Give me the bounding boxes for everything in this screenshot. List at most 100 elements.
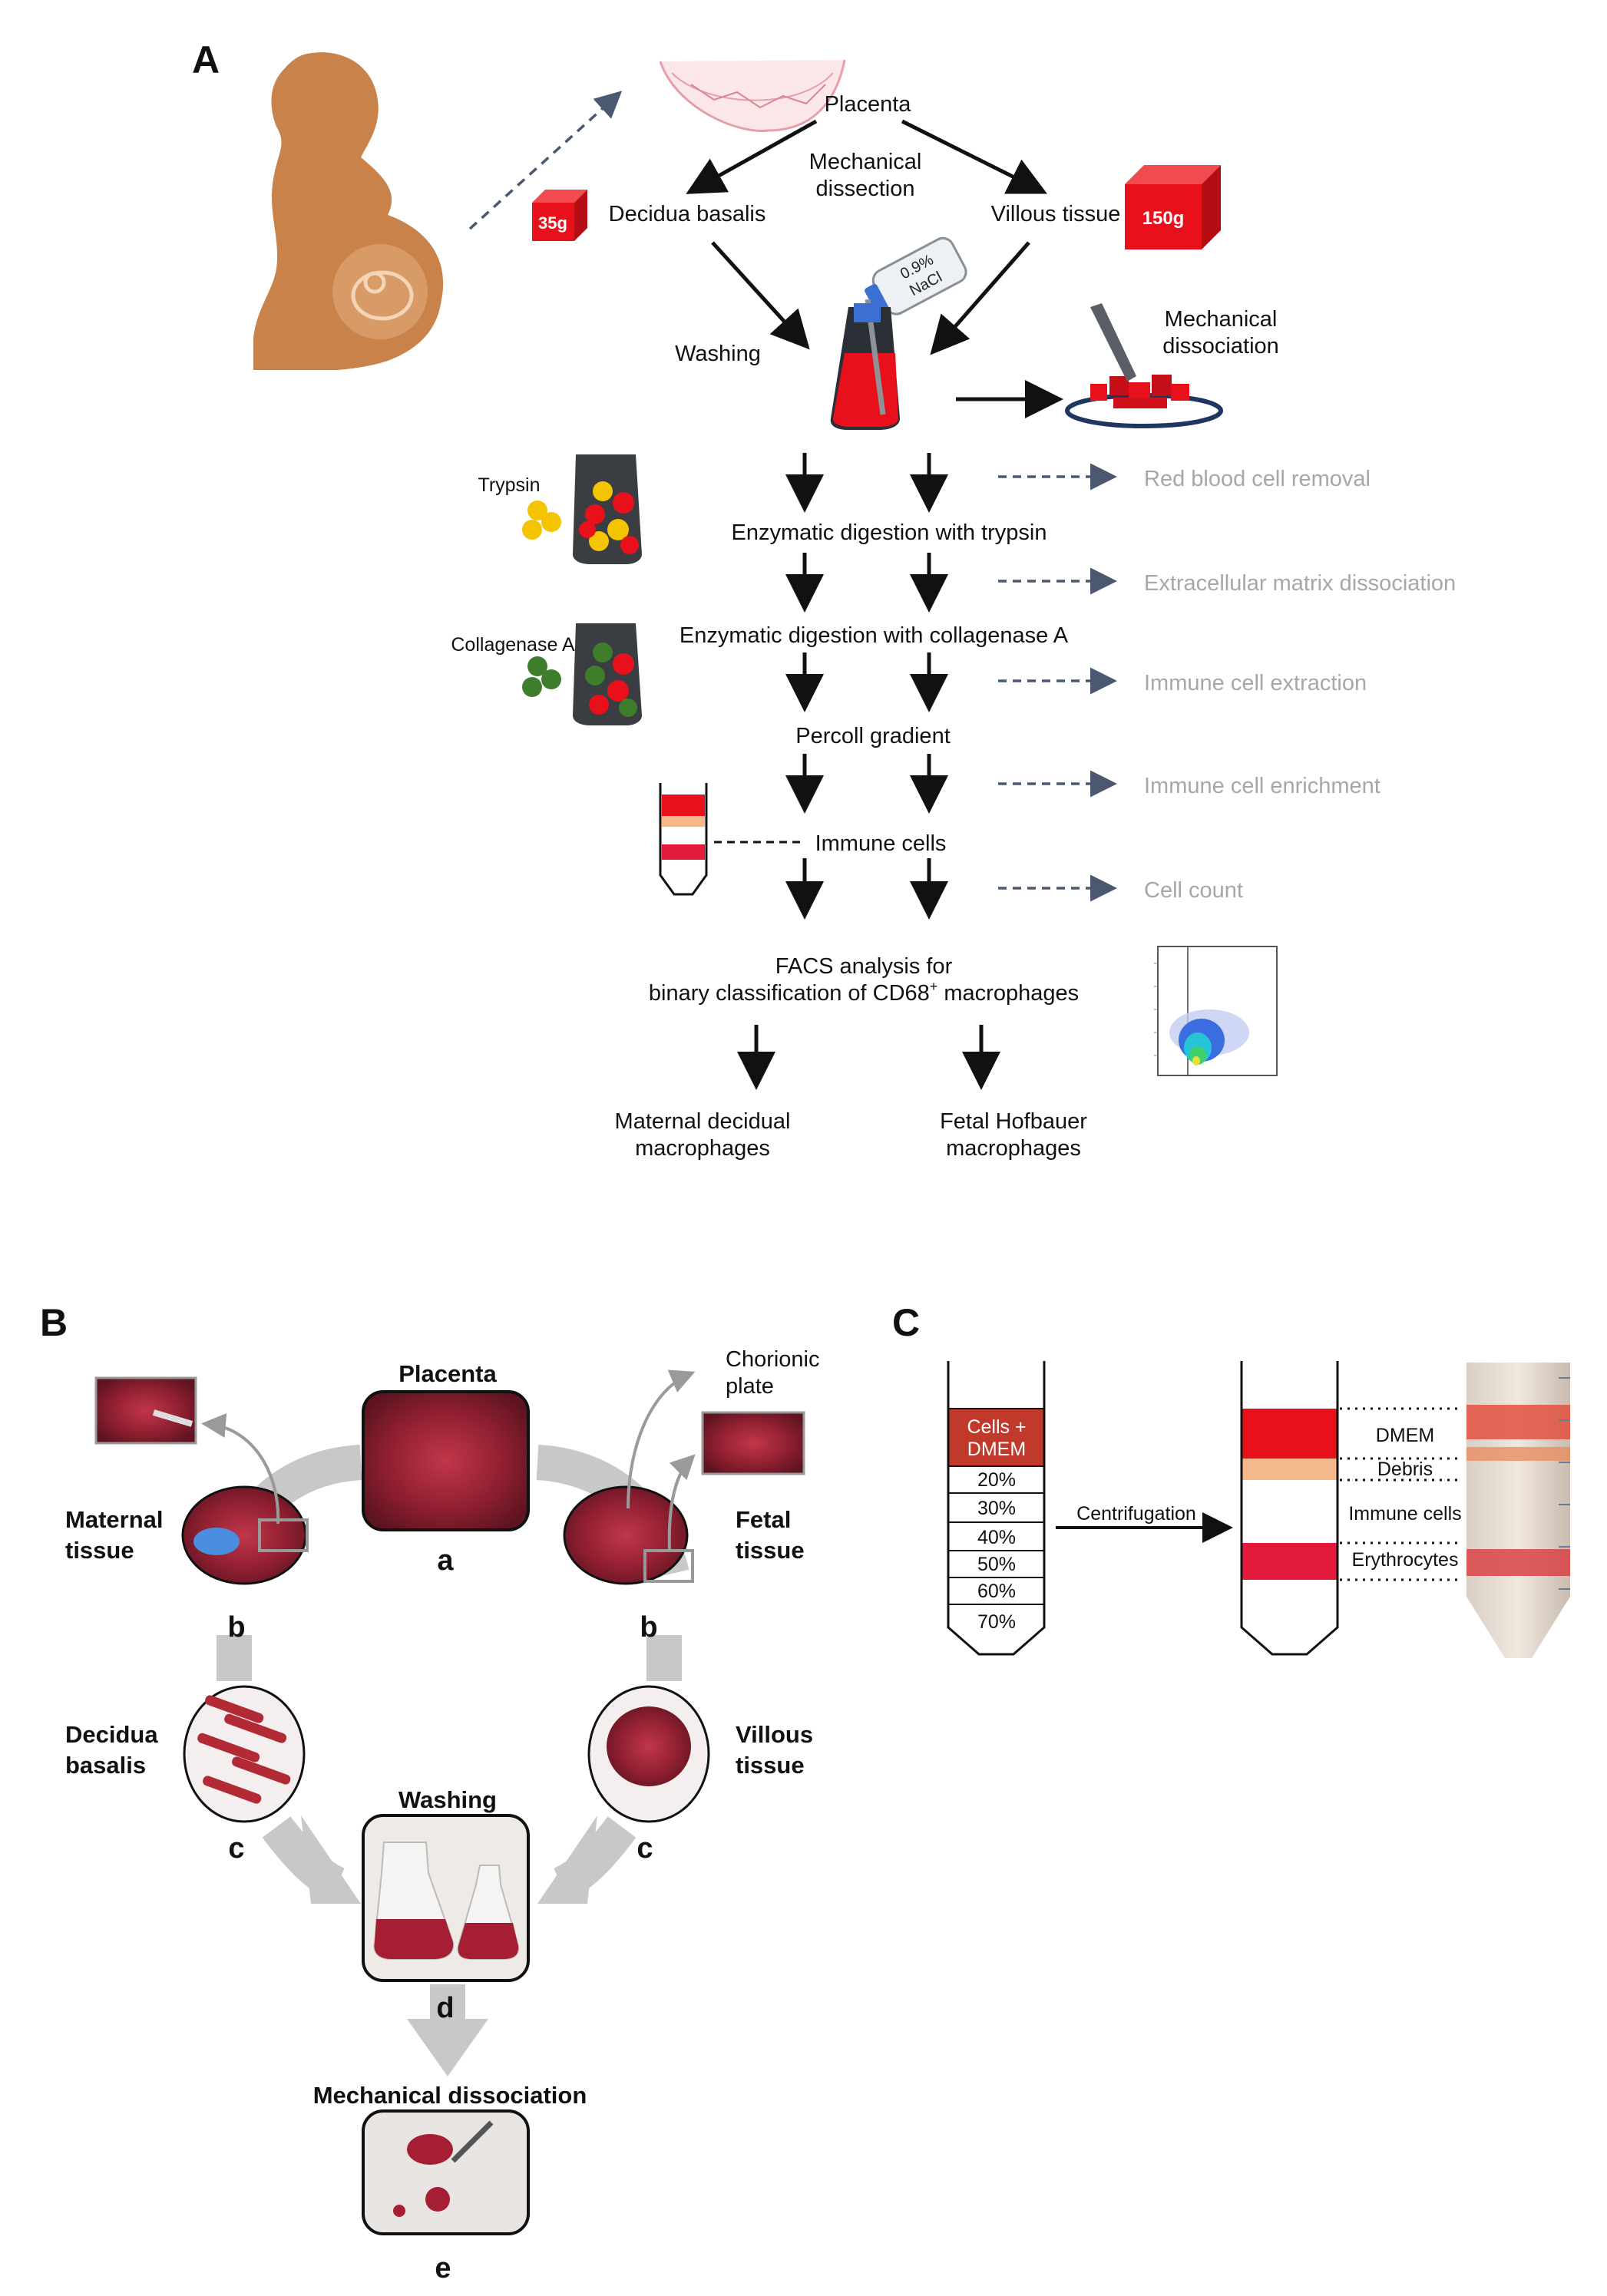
- arrow-decidua-to-wash: [711, 241, 810, 350]
- villous-tissue-mass: [607, 1706, 691, 1786]
- pregnant-silhouette-icon: [253, 52, 444, 371]
- grey-arrowhead-left: [301, 1815, 361, 1904]
- weight-150g-text: 150g: [1142, 208, 1185, 229]
- step-immune-cells: Immune cells: [815, 831, 947, 856]
- placenta-label: Placenta: [825, 92, 912, 117]
- b-mech-dissociation-label: Mechanical dissociation: [313, 2082, 587, 2109]
- b-label-b-left: b: [227, 1611, 245, 1644]
- decidua-label-1: Decidua: [65, 1721, 158, 1748]
- b-label-e: e: [435, 2252, 451, 2284]
- dissociation-dish-icon: [1065, 303, 1223, 428]
- trypsin-enzyme-icon: [522, 500, 561, 540]
- mechanical-dissection-label-2: dissection: [816, 177, 915, 201]
- pct-50: 50%: [977, 1554, 1016, 1575]
- mech-dissociation-photo: [362, 2109, 530, 2235]
- maternal-label-1: Maternal: [65, 1506, 163, 1533]
- percoll-gradient-tube: [947, 1361, 1046, 1656]
- maternal-label-2: tissue: [65, 1537, 134, 1564]
- panel-a-label: A: [192, 38, 220, 81]
- connector-fetal: [667, 1454, 696, 1551]
- weight-cube-35g-icon: 35g: [532, 190, 587, 241]
- chorionic-label-1: Chorionic: [726, 1347, 820, 1372]
- collagenase-enzyme-icon: [522, 656, 561, 697]
- facs-line-1: FACS analysis for: [775, 954, 953, 979]
- pct-70: 70%: [977, 1611, 1016, 1633]
- mechanical-dissection-label-1: Mechanical: [809, 150, 922, 174]
- flask-right-liquid: [458, 1923, 519, 1959]
- centrifugation-label: Centrifugation: [1076, 1503, 1196, 1525]
- panel-c: C Cells + DMEM 20% 30% 40% 50% 60% 70% C…: [892, 1301, 1570, 1658]
- b-washing-label: Washing: [398, 1786, 497, 1813]
- cells-dmem-label-1: Cells +: [967, 1416, 1026, 1438]
- b-label-a: a: [437, 1544, 454, 1577]
- dashed-arrow-to-placenta: [468, 91, 623, 230]
- villous-tissue-label: Villous tissue: [991, 202, 1121, 226]
- decidua-strips: [197, 1695, 291, 1804]
- placenta-icon: [659, 59, 846, 132]
- tissue-drop-3: [393, 2205, 405, 2217]
- arrow-villous-to-wash: [930, 241, 1030, 355]
- washing-label: Washing: [675, 342, 761, 366]
- nacl-bottle-icon: 0.9% NaCl: [865, 236, 967, 315]
- arrow-to-decidua: [686, 119, 818, 194]
- panel-a: A Placenta Mechanical dissection Decidua…: [192, 38, 1456, 1161]
- mech-dissociation-label-2: dissociation: [1162, 334, 1279, 358]
- layer-immune-cells: Immune cells: [1348, 1503, 1461, 1525]
- layer-dotted-lines: [1340, 1407, 1463, 1581]
- layer-debris: Debris: [1377, 1459, 1433, 1480]
- panel-b-label: B: [40, 1301, 68, 1344]
- washing-beaker-icon: [830, 299, 900, 430]
- tissue-drop-1: [407, 2134, 453, 2165]
- connector-chorionic: [627, 1369, 696, 1509]
- maternal-sample-photo: [94, 1376, 197, 1445]
- side-red-blood-cell-removal: Red blood cell removal: [1144, 467, 1371, 491]
- panel-b: B Placenta a Chorionic plate: [40, 1301, 820, 2284]
- step-trypsin: Enzymatic digestion with trypsin: [732, 520, 1047, 545]
- fetal-tissue-photo: [563, 1485, 689, 1585]
- glove-icon: [193, 1528, 240, 1555]
- side-ecm-dissociation: Extracellular matrix dissociation: [1144, 571, 1456, 596]
- b-label-d: d: [436, 1992, 454, 2024]
- grey-arrowhead-down: [407, 2019, 488, 2076]
- layer-dmem: DMEM: [1376, 1425, 1434, 1446]
- side-cell-count: Cell count: [1144, 878, 1243, 903]
- centrifuge-tube-photo: [1466, 1363, 1570, 1658]
- connector-maternal: [201, 1413, 280, 1525]
- b-label-c-left: c: [228, 1832, 244, 1865]
- mech-dissociation-label-1: Mechanical: [1165, 307, 1278, 332]
- fetal-label-1: Fetal: [736, 1506, 791, 1533]
- grey-arrowhead-right: [537, 1815, 597, 1904]
- maternal-selection-box: [258, 1518, 309, 1552]
- gradient-tube-icon: [659, 783, 708, 896]
- pct-60: 60%: [977, 1581, 1016, 1602]
- b-label-b-right: b: [640, 1611, 657, 1644]
- panel-c-label: C: [892, 1301, 920, 1344]
- flow-arrows: [737, 453, 1000, 1090]
- forceps-icon: [152, 1409, 193, 1427]
- flask-left-liquid: [374, 1919, 454, 1959]
- trypsin-tube-icon: [573, 454, 642, 564]
- step-collagenase: Enzymatic digestion with collagenase A: [680, 623, 1069, 648]
- weight-cube-150g-icon: 150g: [1125, 165, 1221, 249]
- fetal-label-2: tissue: [736, 1537, 805, 1564]
- weight-35g-text: 35g: [538, 213, 567, 233]
- side-dashed-arrows: [998, 463, 1117, 902]
- villous-label-2: tissue: [736, 1752, 805, 1779]
- placenta-photo: [362, 1390, 530, 1531]
- scalpel-icon: [451, 2120, 494, 2163]
- layer-erythrocytes: Erythrocytes: [1352, 1549, 1459, 1571]
- fetal-macrophages-line-2: macrophages: [946, 1136, 1081, 1161]
- side-immune-cell-enrichment: Immune cell enrichment: [1144, 774, 1380, 798]
- facs-plot-thumbnail: [1154, 946, 1278, 1076]
- chorionic-label-2: plate: [726, 1374, 774, 1399]
- cells-dmem-label-2: DMEM: [967, 1439, 1026, 1460]
- collagenase-label: Collagenase A: [451, 634, 575, 656]
- trypsin-label: Trypsin: [478, 474, 540, 496]
- b-label-c-right: c: [637, 1832, 653, 1865]
- maternal-macrophages-line-1: Maternal decidual: [615, 1109, 791, 1134]
- collagenase-tube-icon: [573, 623, 642, 725]
- facs-line-2: binary classification of CD68+ macrophag…: [649, 979, 1079, 1006]
- maternal-macrophages-line-2: macrophages: [635, 1136, 770, 1161]
- decidua-basalis-label: Decidua basalis: [609, 202, 766, 226]
